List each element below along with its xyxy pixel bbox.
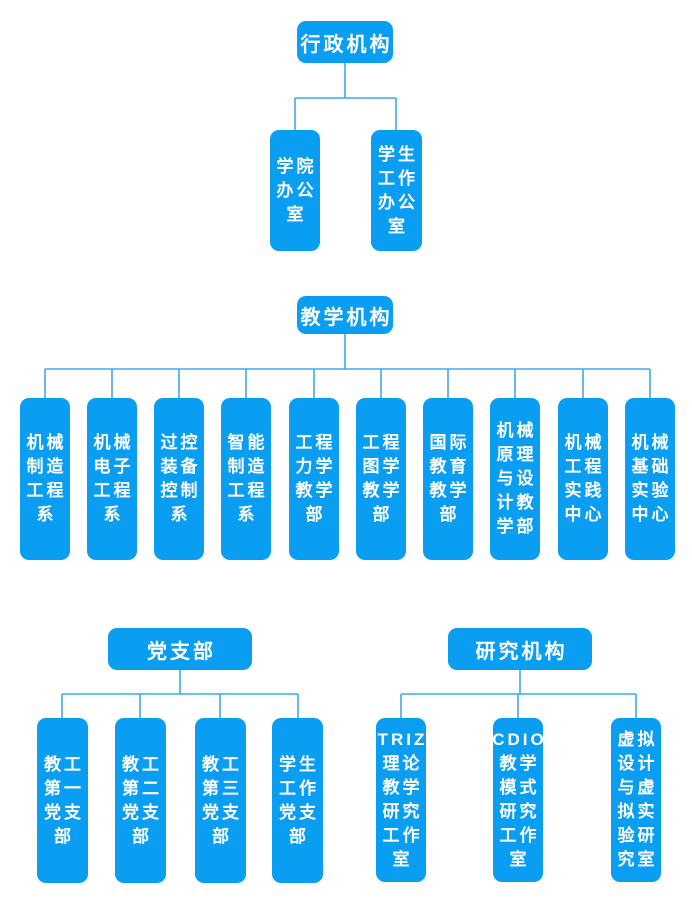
- party-connector: [61, 670, 299, 719]
- teaching-connector: [44, 334, 651, 399]
- node-machine-principle-design-dept: 机械原理与设计教学部: [490, 398, 540, 560]
- node-virtual-design-lab: 虚拟设计与虚拟实验研究室: [611, 718, 661, 882]
- node-triz-studio: TRIZ理论教学研究工作室: [376, 718, 426, 882]
- node-student-work-office: 学生工作办公室: [371, 130, 422, 251]
- node-mechatronics-dept: 机械电子工程系: [87, 398, 137, 560]
- node-college-office: 学院办公室: [270, 130, 320, 251]
- node-mech-engineering-practice-center: 机械工程实践中心: [558, 398, 608, 560]
- research-title-box: 研究机构: [448, 628, 592, 670]
- admin-connector: [294, 63, 397, 131]
- node-cdio-studio: CDIO教学模式研究工作室: [492, 718, 544, 882]
- party-title-box: 党支部: [108, 628, 252, 670]
- admin-title-box: 行政机构: [297, 21, 393, 63]
- node-faculty-party-branch-2: 教工第二党支部: [115, 718, 166, 883]
- node-international-education-dept: 国际教育教学部: [423, 398, 473, 560]
- node-intelligent-manufacturing-dept: 智能制造工程系: [221, 398, 271, 560]
- research-connector: [400, 670, 637, 719]
- node-process-equipment-control-dept: 过控装备控制系: [154, 398, 204, 560]
- node-mech-foundation-lab-center: 机械基础实验中心: [625, 398, 675, 560]
- node-engineering-graphics-dept: 工程图学教学部: [356, 398, 406, 560]
- teaching-title-box: 教学机构: [297, 296, 393, 334]
- node-faculty-party-branch-3: 教工第三党支部: [195, 718, 246, 883]
- node-engineering-mechanics-dept: 工程力学教学部: [289, 398, 339, 560]
- node-faculty-party-branch-1: 教工第一党支部: [37, 718, 88, 883]
- node-student-party-branch: 学生工作党支部: [272, 718, 323, 883]
- node-mech-manufacturing-dept: 机械制造工程系: [20, 398, 70, 560]
